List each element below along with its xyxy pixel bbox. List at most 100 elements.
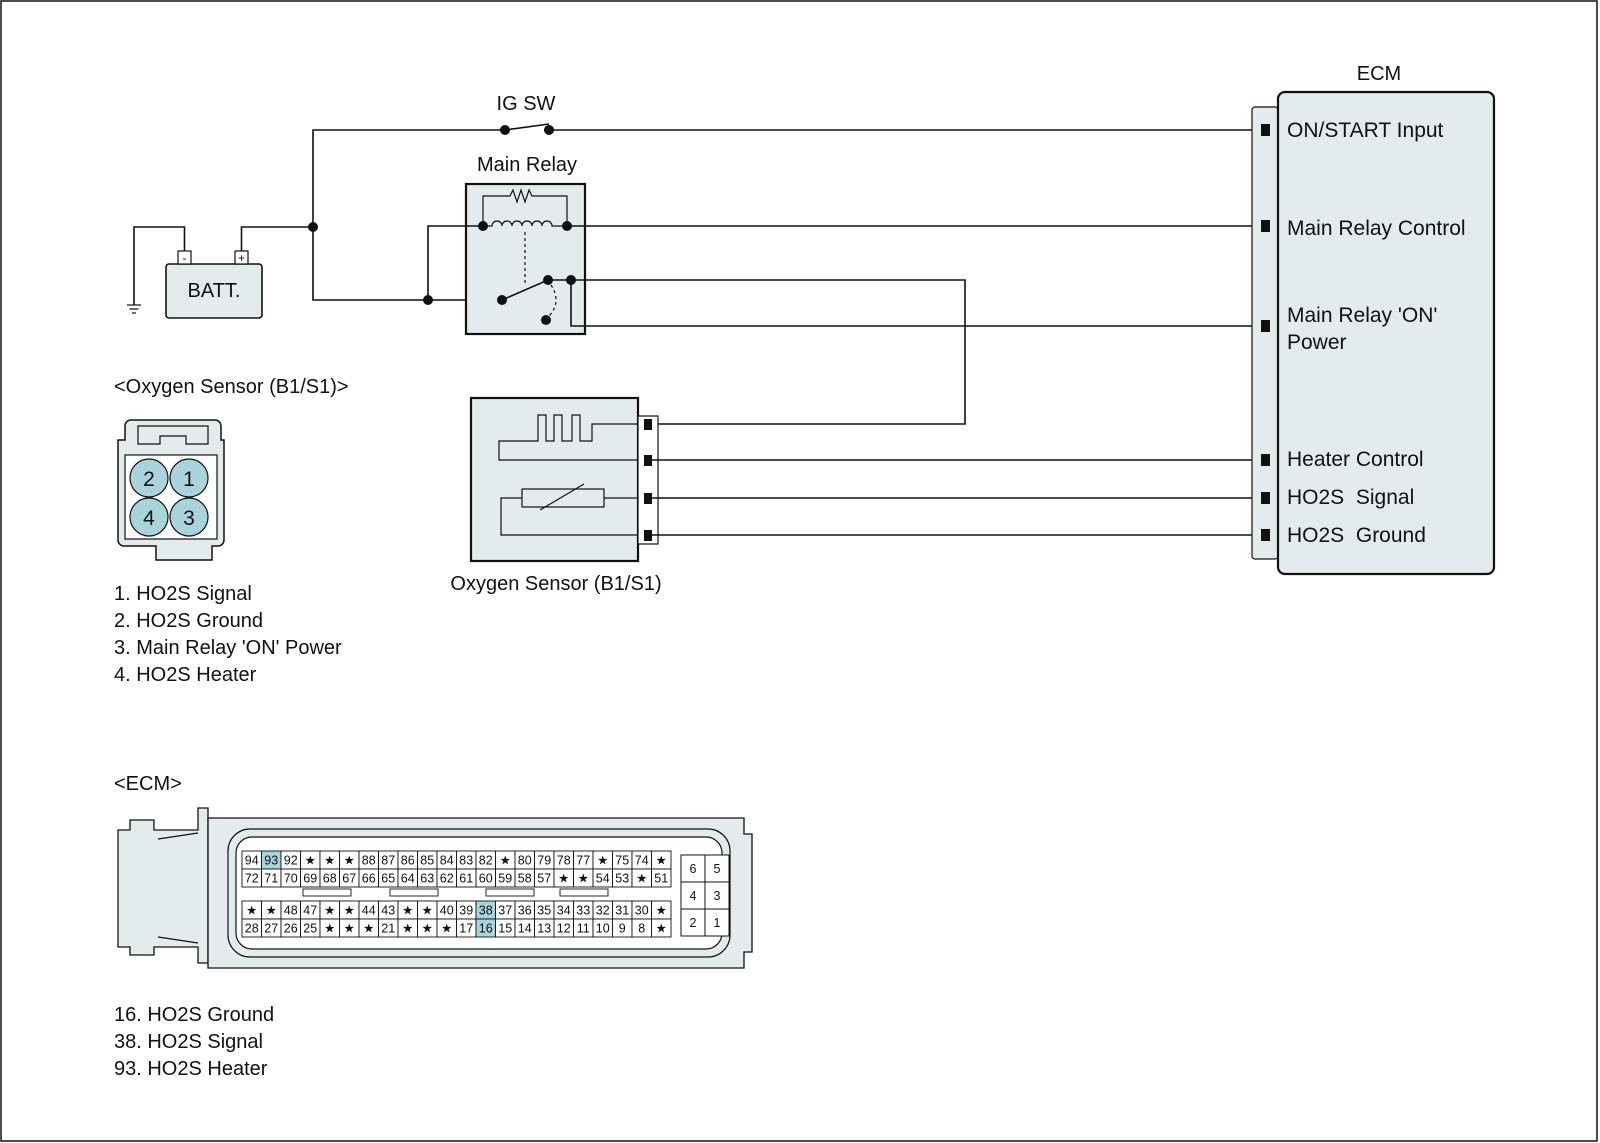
ecm-terminal-main-relay-on-power-2: Power: [1287, 331, 1347, 354]
ecm-small-pin-label: 4: [690, 889, 697, 903]
ecm-pin-label: 57: [537, 872, 551, 886]
ecm-terminal-heater-control: Heater Control: [1287, 448, 1424, 471]
ecm-pin-label: ★: [305, 854, 316, 868]
battery: - + BATT.: [165, 250, 263, 319]
ecm-pin-label: ★: [656, 922, 667, 936]
ecm-small-pin-label: 2: [690, 916, 697, 930]
main-relay-on-power-wire: [570, 280, 1262, 327]
ecm-pin-label: 32: [596, 904, 610, 918]
battery-pos-sign: +: [238, 251, 245, 265]
battery-label: BATT.: [188, 280, 241, 302]
relay-output-to-o2-wire: [571, 279, 966, 425]
ecm-key-slot: [389, 888, 439, 897]
ecm-pin-label: 77: [576, 854, 590, 868]
ecm-small-pin-label: 5: [714, 862, 721, 876]
ecm-small-pin-label: 3: [714, 889, 721, 903]
ecm-pin-label: 62: [440, 872, 454, 886]
ecm-legend-item: 38. HO2S Signal: [114, 1031, 263, 1053]
ig-feed-wire: [312, 129, 504, 227]
battery-body: [165, 263, 263, 319]
ecm-terminal-ho2s-signal: HO2S Signal: [1287, 486, 1414, 509]
ecm-pin-label: 43: [381, 904, 395, 918]
main-relay-label: Main Relay: [477, 154, 577, 176]
o2-legend-item: 1. HO2S Signal: [114, 583, 252, 605]
ecm-pin-label: 39: [459, 904, 473, 918]
ecm-pin-label: 51: [654, 872, 668, 886]
ecm-pin-label: 47: [303, 904, 317, 918]
ecm-pin-label: 8: [638, 922, 645, 936]
ecm-pin-label: 9: [619, 922, 626, 936]
ecm-terminal-main-relay-on-power: Main Relay 'ON': [1287, 304, 1437, 327]
ecm-pin-label: 40: [440, 904, 454, 918]
ecm-pin-label: 21: [381, 922, 395, 936]
ecm-key-slot: [302, 888, 352, 897]
ecm-pin-label: ★: [246, 904, 257, 918]
ecm-pin-label: ★: [500, 854, 511, 868]
ecm-small-pin-label: 1: [714, 916, 721, 930]
relay-feed-wire: [312, 227, 502, 301]
ecm-pin-label: 67: [342, 872, 356, 886]
o2-connector-legend: 1. HO2S Signal 2. HO2S Ground 3. Main Re…: [114, 583, 342, 686]
ecm-pin-label: ★: [578, 872, 589, 886]
main-relay: Main Relay: [464, 154, 587, 336]
ecm-pin-label: ★: [324, 854, 335, 868]
ecm-pin-label: 15: [498, 922, 512, 936]
ecm-pin-label: 87: [381, 854, 395, 868]
ecm-pin-cell: [651, 868, 672, 888]
ecm-legend-item: 93. HO2S Heater: [114, 1058, 268, 1080]
ecm-legend-item: 16. HO2S Ground: [114, 1004, 274, 1026]
ecm-pin-label: 17: [459, 922, 473, 936]
ecm-pin-label: ★: [402, 922, 413, 936]
ecm-pin-label: 25: [303, 922, 317, 936]
o2-pin-label: 4: [143, 507, 155, 530]
ecm-pin-label: 53: [615, 872, 629, 886]
ecm-key-slot: [559, 888, 609, 897]
ecm-pin-label: 63: [420, 872, 434, 886]
ecm-pin-label: 60: [479, 872, 493, 886]
ecm-pin-label: 48: [284, 904, 298, 918]
ecm-connector-legend: 16. HO2S Ground 38. HO2S Signal 93. HO2S…: [114, 1004, 274, 1080]
ecm-pin-label: 37: [498, 904, 512, 918]
o2-pin-label: 1: [183, 468, 195, 491]
ecm-pin-label: ★: [597, 854, 608, 868]
ecm-title: ECM: [1357, 63, 1401, 85]
ecm-pin-label: 68: [323, 872, 337, 886]
ecm-pin-label: 93: [264, 854, 278, 868]
ecm-pin-label: 74: [635, 854, 649, 868]
ecm-pin-label: 82: [479, 854, 493, 868]
ecm-pin-label: ★: [558, 872, 569, 886]
ecm-pin-label: 58: [518, 872, 532, 886]
ecm-pin-label: 86: [401, 854, 415, 868]
ecm-pin-label: 64: [401, 872, 415, 886]
ig-sw-label: IG SW: [497, 93, 556, 115]
oxygen-sensor-caption: Oxygen Sensor (B1/S1): [450, 573, 661, 595]
ecm-connector-strip: [1251, 106, 1279, 560]
o2-legend-item: 2. HO2S Ground: [114, 610, 263, 632]
ecm-pin-label: 35: [537, 904, 551, 918]
ecm-pin-label: 69: [303, 872, 317, 886]
ecm-pin-label: 66: [362, 872, 376, 886]
ecm-pin-label: 92: [284, 854, 298, 868]
ecm-pin-label: 13: [537, 922, 551, 936]
ecm-pin-label: 30: [635, 904, 649, 918]
junction-dot: [308, 222, 318, 232]
ecm-pin-label: ★: [363, 922, 374, 936]
ecm-pin-label: 11: [577, 922, 590, 936]
ecm-pin-label: 36: [518, 904, 532, 918]
ecm-body: [1276, 90, 1496, 576]
ecm-pin-label: ★: [402, 904, 413, 918]
ecm-pin-label: ★: [344, 854, 355, 868]
ecm-pin-label: 79: [537, 854, 551, 868]
ecm-pin-label: 84: [440, 854, 454, 868]
ecm-pin-label: 14: [518, 922, 532, 936]
ecm-pin-label: 28: [245, 922, 259, 936]
o2-pin-label: 3: [183, 507, 195, 530]
ecm-pin-label: 12: [557, 922, 571, 936]
ecm-connector-title: <ECM>: [114, 773, 182, 795]
ecm-pin-label: 85: [420, 854, 434, 868]
battery-neg-sign: -: [183, 251, 187, 265]
ecm-pin-label: ★: [344, 922, 355, 936]
ecm-pin-label: 27: [264, 922, 278, 936]
